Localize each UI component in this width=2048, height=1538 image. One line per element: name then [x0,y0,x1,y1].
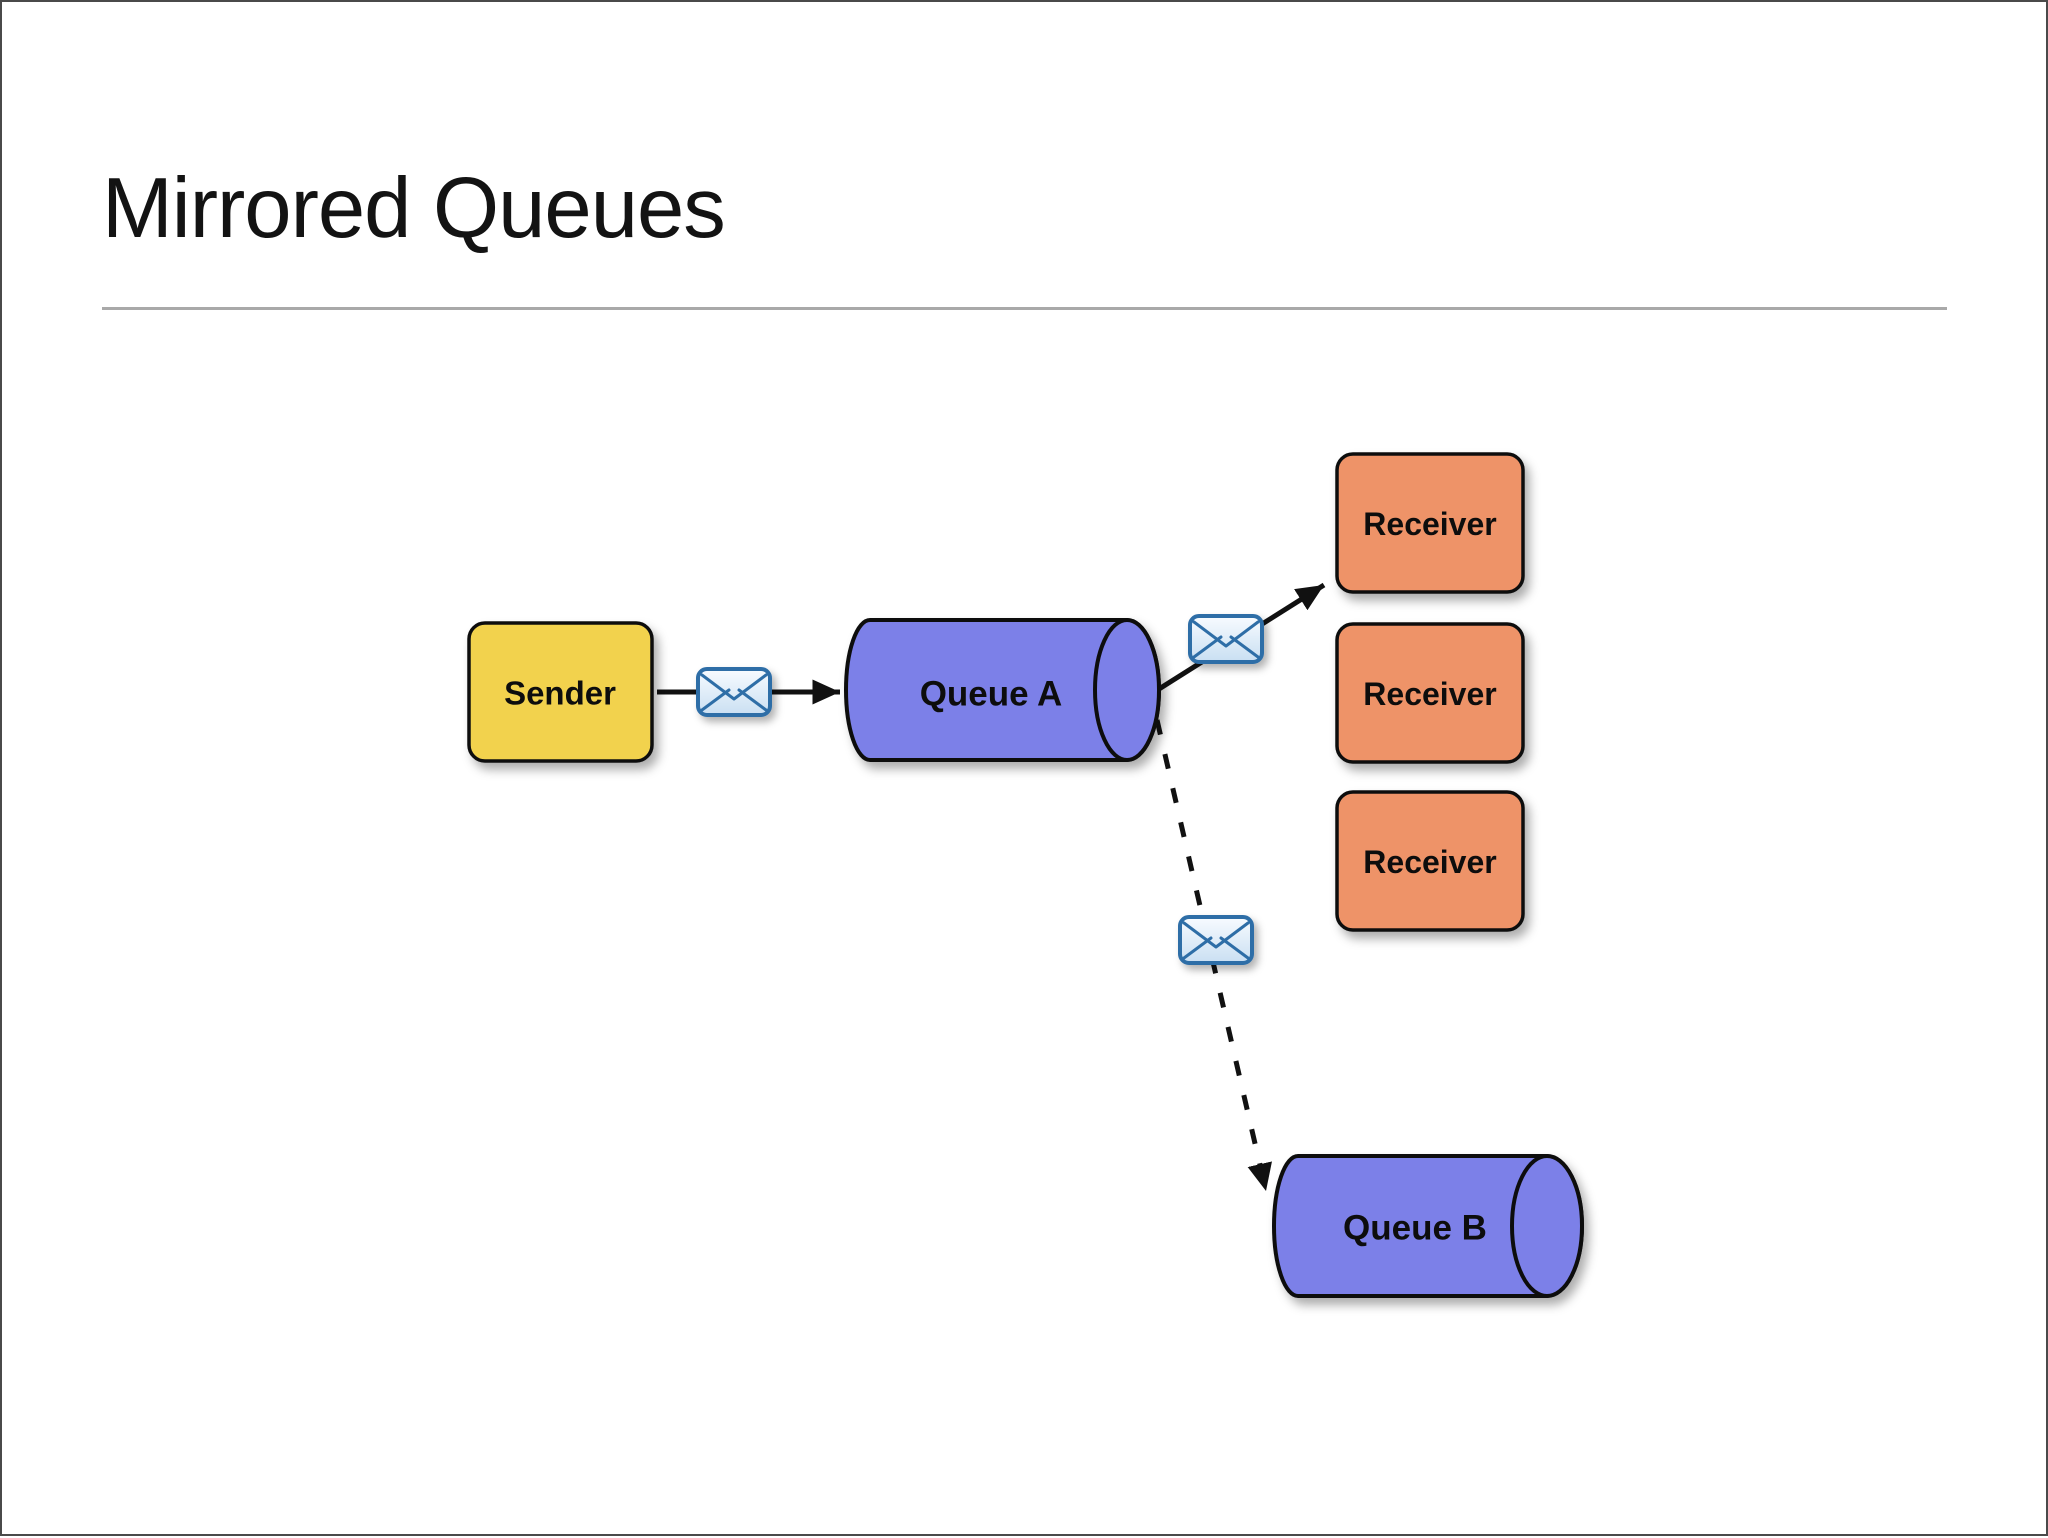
queue-b-label: Queue B [1343,1209,1487,1248]
queue-a-node: Queue A [844,618,1161,762]
receiver-1-label: Receiver [1363,506,1496,542]
title-divider [102,307,1947,310]
sender-node: Sender [467,621,654,763]
receiver-node-1: Receiver [1335,452,1525,594]
page-title: Mirrored Queues [102,161,726,256]
queue-a-label: Queue A [920,675,1063,714]
envelope-icon [696,667,772,717]
sender-label: Sender [504,675,616,712]
envelope-icon [1188,614,1264,664]
receiver-node-3: Receiver [1335,790,1525,932]
queue-b-node: Queue B [1272,1154,1584,1298]
receiver-3-label: Receiver [1363,844,1496,880]
receiver-node-2: Receiver [1335,622,1525,764]
receiver-2-label: Receiver [1363,676,1496,712]
envelope-icon [1178,915,1254,965]
edge-queue-a-to-queue-b [1154,719,1272,1192]
